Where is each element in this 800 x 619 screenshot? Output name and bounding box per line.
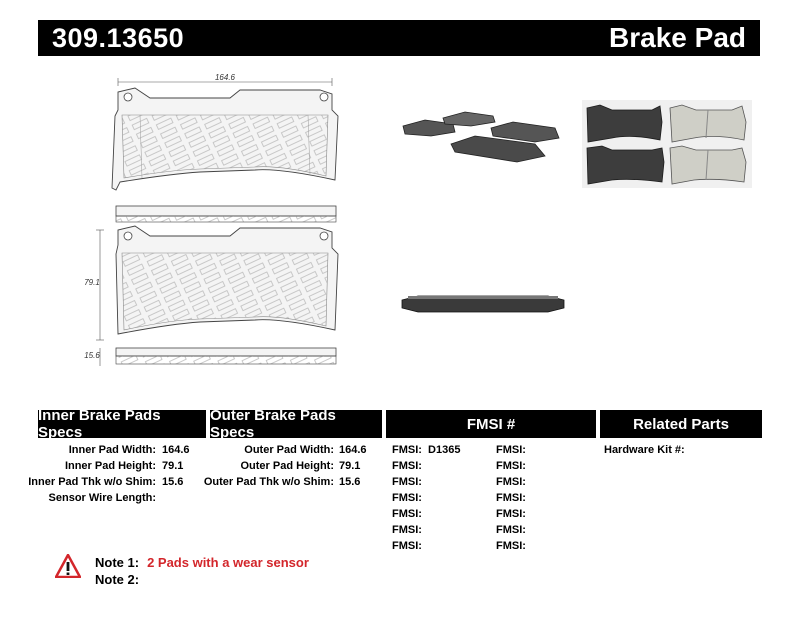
inner-spec-row: Inner Pad Height: 79.1 — [0, 459, 800, 473]
pad-front-back-photo — [582, 100, 752, 188]
spec-label: Inner Pad Width: — [68, 444, 156, 456]
spec-value: 15.6 — [339, 476, 361, 488]
warning-triangle-icon — [55, 554, 81, 578]
spec-label: Outer Pad Height: — [240, 460, 334, 472]
fmsi-row: FMSI: — [496, 539, 526, 553]
fmsi-row: FMSI: — [496, 491, 526, 505]
outer-specs-header: Outer Brake Pads Specs — [210, 407, 382, 441]
spec-label: Sensor Wire Length: — [48, 492, 156, 504]
fmsi-row: FMSI: — [496, 459, 526, 473]
spec-label: Outer Pad Width: — [244, 444, 334, 456]
fmsi-row: FMSI: — [392, 539, 422, 553]
part-number: 309.13650 — [52, 22, 185, 53]
fmsi-label: FMSI: — [496, 508, 526, 520]
outer-spec-row: Outer Pad Thk w/o Shim: 15.6 — [0, 475, 800, 489]
height-dimension: 79.1 — [84, 278, 100, 287]
fmsi-label: FMSI: — [392, 524, 422, 536]
fmsi-header: FMSI # — [386, 410, 596, 438]
note-1-label: Note 1: — [95, 555, 140, 570]
fmsi-row: FMSI: — [392, 491, 422, 505]
fmsi-label: FMSI: — [496, 524, 526, 536]
fmsi-label: FMSI: — [392, 540, 422, 552]
spec-value: 164.6 — [162, 444, 190, 456]
note-1-text: 2 Pads with a wear sensor — [147, 555, 309, 570]
note-2: Note 2: — [95, 572, 147, 588]
inner-spec-row: Sensor Wire Length: — [0, 491, 800, 505]
spec-label: Outer Pad Thk w/o Shim: — [203, 476, 334, 488]
fmsi-row: FMSI: D1365 — [392, 443, 460, 457]
fmsi-row: FMSI: — [496, 443, 526, 457]
product-category: Brake Pad — [609, 22, 746, 53]
hardware-kit-label: Hardware Kit #: — [604, 444, 685, 456]
thickness-dimension: 15.6 — [84, 351, 100, 360]
title-bar: 309.13650 Brake Pad — [38, 20, 760, 56]
fmsi-label: FMSI: — [392, 444, 422, 456]
fmsi-row: FMSI: — [496, 523, 526, 537]
inner-spec-row: Inner Pad Width: 164.6 — [0, 443, 800, 457]
fmsi-row: FMSI: — [496, 507, 526, 521]
fmsi-row: FMSI: — [496, 475, 526, 489]
inner-spec-row: Inner Pad Thk w/o Shim: 15.6 — [0, 475, 800, 489]
note-2-label: Note 2: — [95, 572, 140, 587]
fmsi-label: FMSI: — [496, 444, 526, 456]
spec-value: 79.1 — [162, 460, 184, 472]
fmsi-label: FMSI: — [496, 476, 526, 488]
width-dimension: 164.6 — [215, 73, 236, 82]
outer-spec-row: Outer Pad Width: 164.6 — [0, 443, 800, 457]
fmsi-value: D1365 — [428, 444, 461, 456]
fmsi-label: FMSI: — [496, 540, 526, 552]
fmsi-row: FMSI: — [392, 475, 422, 489]
note-1: Note 1: 2 Pads with a wear sensor — [95, 555, 309, 571]
spec-value: 79.1 — [339, 460, 361, 472]
inner-specs-header: Inner Brake Pads Specs — [38, 407, 206, 441]
outer-spec-row: Outer Pad Height: 79.1 — [0, 459, 800, 473]
fmsi-row: FMSI: — [392, 507, 422, 521]
fmsi-label: FMSI: — [392, 460, 422, 472]
pad-set-photo — [402, 111, 560, 163]
fmsi-label: FMSI: — [392, 476, 422, 488]
fmsi-row: FMSI: — [392, 523, 422, 537]
spec-value: 15.6 — [162, 476, 184, 488]
fmsi-row: FMSI: — [392, 459, 422, 473]
spec-label: Inner Pad Thk w/o Shim: — [28, 476, 156, 488]
hardware-kit-row: Hardware Kit #: — [604, 443, 685, 457]
spec-label: Inner Pad Height: — [64, 460, 156, 472]
fmsi-label: FMSI: — [392, 492, 422, 504]
pad-technical-drawing: 164.6 79.1 15.6 — [84, 73, 339, 366]
related-parts-header: Related Parts — [600, 410, 762, 438]
pad-side-profile-photo — [401, 295, 565, 313]
fmsi-label: FMSI: — [392, 508, 422, 520]
fmsi-label: FMSI: — [496, 492, 526, 504]
spec-value: 164.6 — [339, 444, 367, 456]
fmsi-label: FMSI: — [496, 460, 526, 472]
